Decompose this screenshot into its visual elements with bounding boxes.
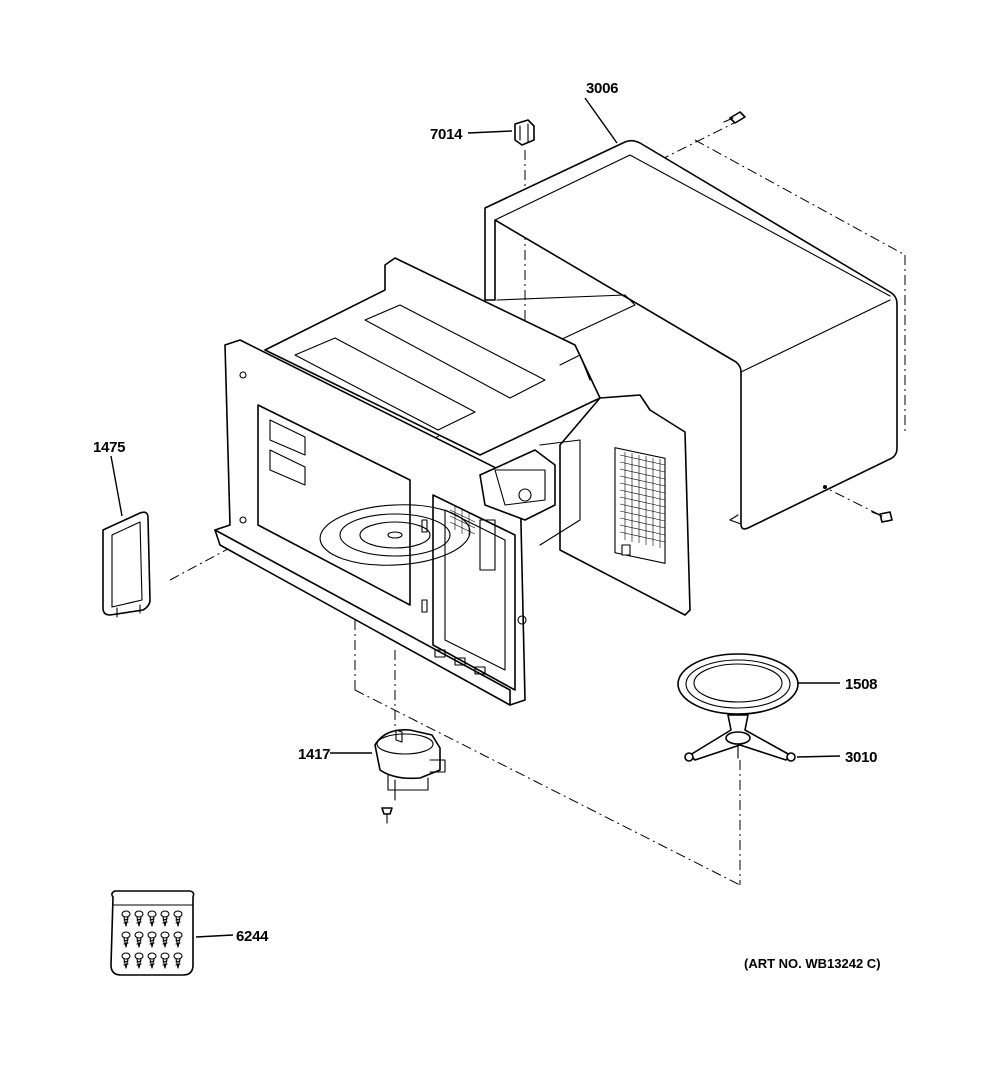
leader-lines [110,97,841,938]
kit-screw-icon [121,910,131,927]
case-hole [823,485,827,489]
screw-icon [871,511,893,523]
outer-case [484,139,898,530]
screw-icon [381,807,393,824]
mount-hole [239,516,247,524]
label-turntable-tray: 1508 [845,676,877,693]
kit-screw-icon [160,910,170,927]
cover-plate [102,511,151,618]
turntable-support [684,714,796,762]
kit-screw-icon [147,952,157,969]
kit-screw-icon [147,910,157,927]
label-turntable-support: 3010 [845,749,877,766]
kit-screw-icon [173,931,183,948]
kit-screw-icon [121,952,131,969]
turntable-tray [677,653,799,715]
rear-slot [621,544,631,556]
screw-kit-bag [110,890,195,976]
kit-screw-icon [147,931,157,948]
control-mesh [449,505,476,537]
label-outer-case: 3006 [586,80,618,97]
rear-vent-mesh [619,452,666,548]
kit-screw-icon [121,931,131,948]
turntable-motor [374,728,446,801]
label-clip: 7014 [430,126,463,143]
kit-screw-icon [160,952,170,969]
mount-hole [517,615,527,625]
screw-icon [723,111,746,124]
kit-screw-icon [173,910,183,927]
kit-screw-icon [134,910,144,927]
kit-screws [121,910,183,969]
magnetron-hub [518,488,532,502]
clip-part [514,119,535,146]
kit-screw-icon [173,952,183,969]
art-number: (ART NO. WB13242 C) [744,956,881,971]
oven-cavity [214,257,691,706]
kit-screw-icon [134,952,144,969]
mount-hole [239,371,247,379]
kit-screw-icon [160,931,170,948]
label-turntable-motor: 1417 [298,746,330,763]
label-cover-plate: 1475 [93,439,125,456]
kit-screw-icon [134,931,144,948]
label-screw-kit: 6244 [236,928,269,945]
